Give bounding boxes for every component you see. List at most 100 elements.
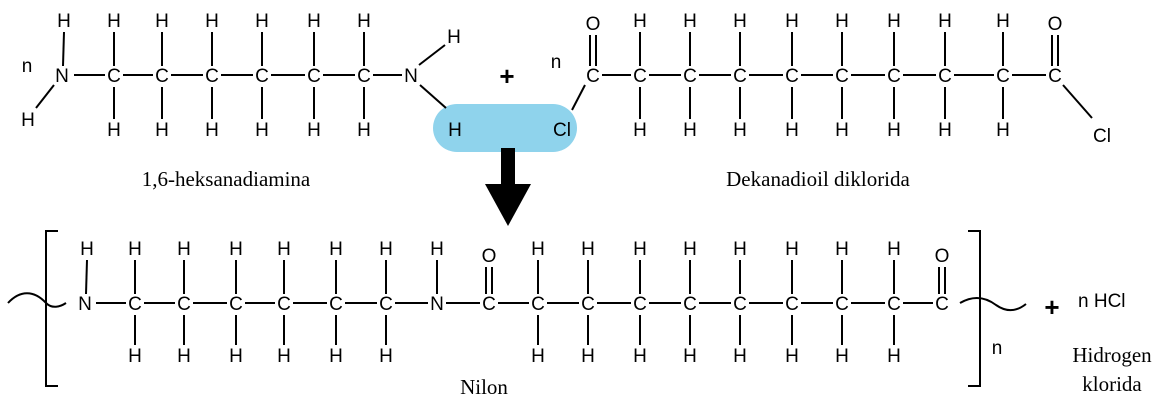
hydrogen-atom: H bbox=[205, 11, 219, 32]
hydrogen-atom: H bbox=[21, 110, 35, 131]
hydrogen-atom: H bbox=[785, 120, 799, 141]
hydrogen-atom: H bbox=[887, 346, 901, 367]
dichloride-coefficient: n bbox=[551, 52, 562, 73]
hydrogen-atom: H bbox=[447, 27, 461, 48]
carbon-atom: C bbox=[683, 66, 697, 87]
nitrogen-atom: N bbox=[404, 66, 418, 87]
byproduct-name-line2: klorida bbox=[1082, 372, 1142, 396]
hydrogen-atom: H bbox=[531, 239, 545, 260]
hydrogen-atom: H bbox=[835, 346, 849, 367]
repeat-subscript: n bbox=[992, 338, 1003, 359]
carbon-atom: C bbox=[633, 294, 647, 315]
carbon-atom: C bbox=[785, 294, 799, 315]
carbonyl-carbon-atom: C bbox=[1048, 66, 1062, 87]
left-chain-continuation bbox=[7, 292, 67, 308]
hydrogen-atom: H bbox=[128, 346, 142, 367]
hydrogen-atom: H bbox=[938, 120, 952, 141]
hydrogen-atom: H bbox=[633, 11, 647, 32]
chlorine-atom: Cl bbox=[1093, 126, 1111, 147]
carbon-atom: C bbox=[938, 66, 952, 87]
carbon-atom: C bbox=[683, 294, 697, 315]
byproduct-name-line1: Hidrogen bbox=[1072, 343, 1152, 367]
carbon-atom: C bbox=[835, 294, 849, 315]
hydrogen-atom: H bbox=[633, 120, 647, 141]
carbon-atom: C bbox=[329, 294, 343, 315]
hydrogen-atom: H bbox=[329, 239, 343, 260]
hydrogen-atom: H bbox=[733, 239, 747, 260]
carbon-atom: C bbox=[887, 66, 901, 87]
bond-n-h bbox=[35, 84, 55, 109]
hydrogen-atom: H bbox=[107, 11, 121, 32]
elimination-highlight bbox=[433, 104, 577, 152]
right-chain-continuation bbox=[959, 297, 1027, 312]
hydrogen-atom: H bbox=[581, 346, 595, 367]
carbon-atom: C bbox=[887, 294, 901, 315]
carbon-atom: C bbox=[733, 294, 747, 315]
bond-n-h bbox=[418, 44, 446, 66]
nitrogen-atom: N bbox=[78, 294, 92, 315]
reaction-arrow bbox=[485, 148, 531, 226]
carbon-atom: C bbox=[128, 294, 142, 315]
hydrogen-atom: H bbox=[177, 346, 191, 367]
hydrogen-atom: H bbox=[531, 346, 545, 367]
byproduct-formula: n HCl bbox=[1078, 291, 1126, 312]
carbon-atom: C bbox=[177, 294, 191, 315]
hydrogen-atom: H bbox=[80, 239, 94, 260]
hydrogen-atom: H bbox=[887, 11, 901, 32]
carbonyl-carbon-atom: C bbox=[935, 294, 949, 315]
hydrogen-atom: H bbox=[379, 346, 393, 367]
hydrogen-atom: H bbox=[887, 120, 901, 141]
eliminated-cl: Cl bbox=[553, 120, 571, 141]
hydrogen-atom: H bbox=[683, 120, 697, 141]
hydrogen-atom: H bbox=[785, 11, 799, 32]
oxygen-atom: O bbox=[482, 246, 497, 267]
hydrogen-atom: H bbox=[205, 120, 219, 141]
carbon-atom: C bbox=[835, 66, 849, 87]
carbon-atom: C bbox=[785, 66, 799, 87]
oxygen-atom: O bbox=[935, 246, 950, 267]
carbon-atom: C bbox=[357, 66, 371, 87]
hydrogen-atom: H bbox=[255, 120, 269, 141]
nitrogen-atom: N bbox=[55, 66, 69, 87]
hydrogen-atom: H bbox=[379, 239, 393, 260]
hydrogen-atom: H bbox=[329, 346, 343, 367]
hydrogen-atom: H bbox=[996, 120, 1010, 141]
diamine-coefficient: n bbox=[22, 56, 33, 77]
hydrogen-atom: H bbox=[581, 239, 595, 260]
carbon-atom: C bbox=[277, 294, 291, 315]
carbon-atom: C bbox=[229, 294, 243, 315]
hydrogen-atom: H bbox=[683, 239, 697, 260]
hydrogen-atom: H bbox=[733, 11, 747, 32]
hydrogen-atom: H bbox=[255, 11, 269, 32]
hydrogen-atom: H bbox=[835, 120, 849, 141]
hydrogen-atom: H bbox=[277, 346, 291, 367]
carbon-atom: C bbox=[255, 66, 269, 87]
hydrogen-atom: H bbox=[430, 239, 444, 260]
carbon-atom: C bbox=[633, 66, 647, 87]
carbon-atom: C bbox=[205, 66, 219, 87]
polymer-structure: N H C H H C H H C H H C H H C H H C H H N H C O C O C H H C H H C H H C H H C H… bbox=[78, 239, 949, 367]
hydrogen-atom: H bbox=[229, 346, 243, 367]
hydrogen-atom: H bbox=[277, 239, 291, 260]
hydrogen-atom: H bbox=[307, 120, 321, 141]
carbonyl-carbon-atom: C bbox=[482, 294, 496, 315]
carbon-atom: C bbox=[581, 294, 595, 315]
bond-n-h bbox=[85, 259, 88, 295]
nitrogen-atom: N bbox=[430, 294, 444, 315]
eliminated-h: H bbox=[448, 120, 462, 141]
bond-c-cl bbox=[1062, 84, 1093, 119]
hydrogen-atom: H bbox=[229, 239, 243, 260]
hydrogen-atom: H bbox=[357, 11, 371, 32]
hydrogen-atom: H bbox=[633, 346, 647, 367]
hydrogen-atom: H bbox=[938, 11, 952, 32]
hydrogen-atom: H bbox=[57, 11, 71, 32]
carbon-atom: C bbox=[155, 66, 169, 87]
hydrogen-atom: H bbox=[785, 239, 799, 260]
hydrogen-atom: H bbox=[357, 120, 371, 141]
hydrogen-atom: H bbox=[733, 346, 747, 367]
hydrogen-atom: H bbox=[633, 239, 647, 260]
bond-n-h bbox=[62, 31, 65, 67]
bond-n-h bbox=[419, 84, 447, 109]
hydrogen-atom: H bbox=[835, 239, 849, 260]
hydrogen-atom: H bbox=[128, 239, 142, 260]
